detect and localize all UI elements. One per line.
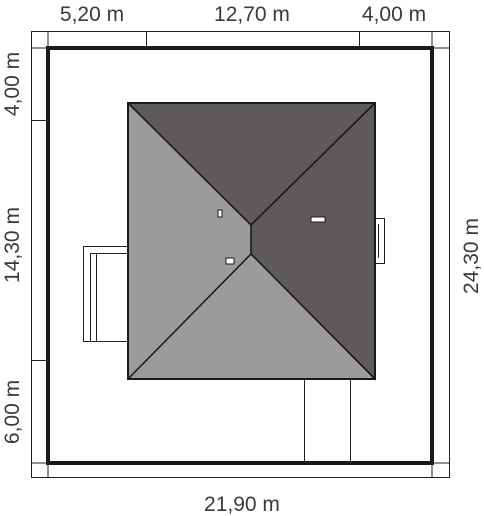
roof-slope-east (251, 103, 375, 379)
dimension-bottom-total: 21,90 m (204, 493, 280, 516)
dimension-top-middle: 12,70 m (214, 3, 290, 26)
dimension-top-left: 5,20 m (60, 3, 124, 26)
roof-slope-north (128, 103, 375, 225)
roof-slope-south (128, 254, 375, 379)
dimension-frame (31, 31, 450, 478)
chimney-icon (217, 209, 223, 218)
roof (127, 102, 376, 380)
dimension-left-bottom: 6,00 m (1, 380, 24, 444)
roof-outline (127, 102, 376, 380)
dimension-left-top: 4,00 m (1, 52, 24, 116)
dimension-top-right: 4,00 m (362, 3, 426, 26)
roof-window-icon (225, 257, 235, 265)
driveway (304, 378, 351, 463)
roof-window-icon (310, 216, 326, 223)
roof-slope-west (128, 103, 251, 379)
dimension-right-total: 24,30 m (460, 218, 483, 294)
dimension-left-middle: 14,30 m (1, 207, 24, 283)
